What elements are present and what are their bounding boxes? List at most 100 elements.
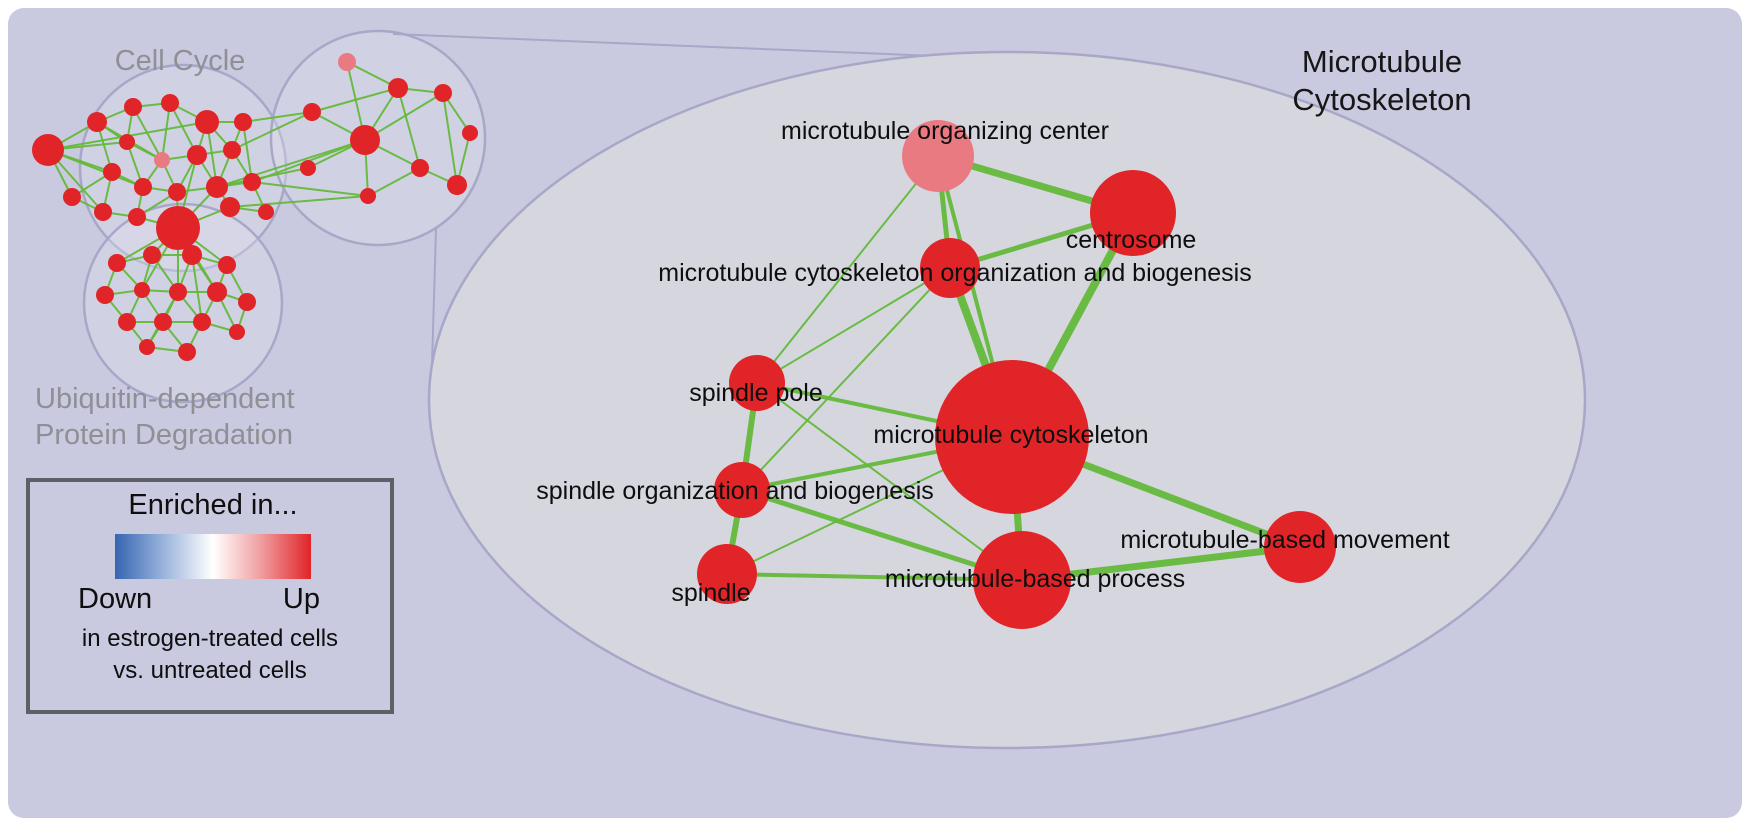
node-label-moc: microtubule organizing center [781, 117, 1109, 145]
ubiquitin-label-line1: Ubiquitin-dependent [35, 383, 295, 415]
node-c5 [134, 282, 150, 298]
node-label-mt_cyto: microtubule cytoskeleton [873, 421, 1148, 449]
edge-moc-spindle_pole [756, 155, 939, 384]
node-c8 [238, 293, 256, 311]
node-a1 [87, 112, 107, 132]
node-c0 [108, 254, 126, 272]
edge-a13-b4 [216, 139, 366, 188]
node-b5 [462, 125, 478, 141]
node-label-spindle: spindle [671, 579, 750, 607]
node-a13 [206, 176, 228, 198]
zoom-title-line1: Microtubule [1302, 44, 1462, 79]
node-a5 [234, 113, 252, 131]
node-mbp [973, 531, 1071, 629]
legend-up-label: Up [283, 583, 320, 615]
node-mt_cyto [935, 360, 1089, 514]
zoom-connector-top [392, 33, 936, 57]
legend: Enriched in... Down Up in estrogen-treat… [26, 478, 394, 714]
edge-a5-a14 [242, 121, 253, 183]
node-label-spindle_pole: spindle pole [689, 379, 822, 407]
node-c14 [178, 343, 196, 361]
legend-down-label: Down [78, 583, 152, 615]
node-b2 [434, 84, 452, 102]
node-a14 [243, 173, 261, 191]
edge-mcob-spindle_pole [756, 267, 951, 384]
node-sob [714, 462, 770, 518]
edge-a2-a7 [132, 106, 163, 161]
legend-border [26, 478, 394, 714]
edge-a3-a7 [161, 102, 171, 161]
node-b3 [303, 103, 321, 121]
node-a9 [223, 141, 241, 159]
node-label-mbp: microtubule-based process [885, 565, 1185, 593]
edge-sob-mbp [739, 487, 1025, 583]
node-c2 [182, 245, 202, 265]
edge-spindle_pole-mbp [756, 382, 1023, 581]
node-a7 [154, 152, 170, 168]
node-b6 [411, 159, 429, 177]
edge-spindle-mbp [725, 572, 1024, 582]
node-b7 [447, 175, 467, 195]
node-c12 [229, 324, 245, 340]
node-mbm [1264, 511, 1336, 583]
node-c11 [193, 313, 211, 331]
node-a8 [187, 145, 207, 165]
node-b1 [388, 78, 408, 98]
edge-a0-a11 [47, 149, 144, 188]
zoom-title-line2: Cytoskeleton [1292, 82, 1471, 117]
node-a4 [195, 110, 219, 134]
node-spindle [697, 544, 757, 604]
legend-title: Enriched in... [128, 489, 297, 521]
node-label-mcob: microtubule cytoskeleton organization an… [658, 259, 1251, 287]
node-centrosome [1090, 170, 1176, 256]
node-label-centrosome: centrosome [1066, 226, 1197, 254]
edge-a9-b3 [231, 111, 313, 151]
node-a11 [134, 178, 152, 196]
node-a6 [119, 134, 135, 150]
node-c4 [96, 286, 114, 304]
node-b4 [350, 125, 380, 155]
node-b9 [300, 160, 316, 176]
node-a19 [258, 204, 274, 220]
node-label-mbm: microtubule-based movement [1120, 526, 1449, 554]
zoom-network: microtubule organizing center centrosome m… [536, 117, 1450, 629]
node-c10 [154, 313, 172, 331]
node-spindle_pole [729, 355, 785, 411]
overview-network [32, 53, 478, 361]
edge-mcob-sob [741, 267, 951, 491]
edge-b2-b4 [364, 92, 444, 141]
node-a3 [161, 94, 179, 112]
node-a17 [128, 208, 146, 226]
node-a12 [168, 183, 186, 201]
node-moc [902, 120, 974, 192]
node-c13 [139, 339, 155, 355]
edge-a5-b3 [242, 111, 313, 123]
node-c1 [143, 246, 161, 264]
node-b0 [338, 53, 356, 71]
edge-b6-b8 [367, 167, 421, 197]
node-a16 [94, 203, 112, 221]
ubiquitin-label-line2: Protein Degradation [35, 419, 293, 451]
node-c9 [118, 313, 136, 331]
node-a10 [103, 163, 121, 181]
node-c3 [218, 256, 236, 274]
edge-a14-b8 [251, 181, 369, 197]
edge-c2-c11 [191, 254, 203, 323]
edge-b1-b3 [311, 87, 399, 113]
node-b8 [360, 188, 376, 204]
node-a2 [124, 98, 142, 116]
node-mcob [920, 238, 980, 298]
node-a0 [32, 134, 64, 166]
edge-b2-b7 [442, 92, 458, 186]
legend-gradient-bar [115, 534, 311, 579]
legend-caption-line1: in estrogen-treated cells [82, 625, 338, 652]
node-label-sob: spindle organization and biogenesis [536, 477, 934, 505]
cell-cycle-label: Cell Cycle [115, 45, 246, 77]
node-a20 [156, 206, 200, 250]
node-c7 [207, 282, 227, 302]
edge-b1-b6 [397, 87, 421, 169]
node-a15 [63, 188, 81, 206]
legend-caption-line2: vs. untreated cells [113, 657, 306, 684]
node-c6 [169, 283, 187, 301]
